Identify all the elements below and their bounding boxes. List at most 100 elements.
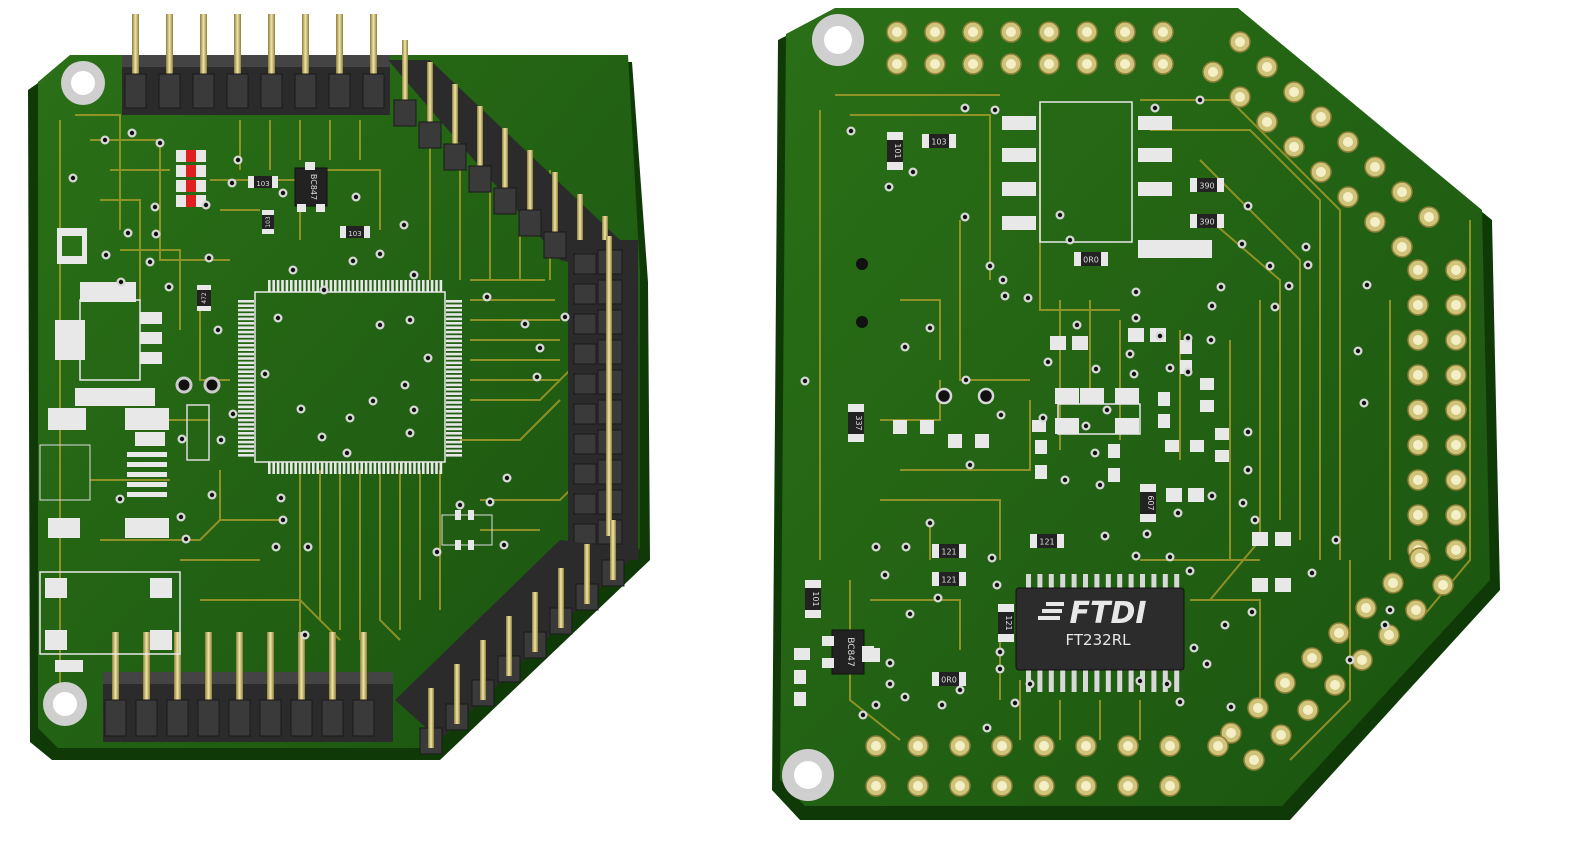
qfp-pad <box>276 280 280 292</box>
through-hole-pin <box>1044 59 1054 69</box>
via-hole <box>484 294 490 300</box>
header-pin <box>166 14 173 84</box>
via-hole <box>1137 678 1143 684</box>
qfp-pad <box>276 462 280 474</box>
qfp-pad <box>446 370 462 373</box>
header-pin <box>360 632 367 710</box>
qfp-pad <box>238 313 254 316</box>
through-hole-pin <box>1415 553 1425 563</box>
qfp-pad <box>413 462 416 474</box>
qfp-pad <box>238 326 254 329</box>
large-via <box>935 387 953 405</box>
qfp-pad <box>238 335 254 338</box>
qfp-pad <box>439 462 443 474</box>
chip-lead <box>1094 574 1100 592</box>
through-hole-pin <box>1276 730 1286 740</box>
qfp-pad <box>238 317 254 321</box>
through-hole-pin <box>913 781 923 791</box>
qfp-pad <box>446 344 462 347</box>
resistor-label: 0R0 <box>1083 256 1099 265</box>
header-pin-housing <box>573 523 597 545</box>
via-hole <box>910 169 916 175</box>
via-hole <box>1040 415 1046 421</box>
qfp-pad <box>446 388 462 391</box>
header-pin <box>606 416 612 446</box>
via-hole <box>1209 303 1215 309</box>
resistor-body <box>1037 534 1057 548</box>
qfp-pad <box>382 462 385 474</box>
through-hole-pin <box>1451 440 1461 450</box>
via-hole <box>70 175 76 181</box>
qfp-pad <box>298 462 302 474</box>
header-pin-housing <box>573 343 597 365</box>
qfp-pad <box>238 339 254 343</box>
resistor-body <box>887 140 903 162</box>
through-hole-pin <box>1235 92 1245 102</box>
through-hole-pin <box>1438 580 1448 590</box>
via-hole <box>166 284 172 290</box>
resistor-label: 121 <box>1039 538 1054 547</box>
chip-lead <box>1083 574 1088 592</box>
header-pin <box>132 14 139 84</box>
qfp-pad <box>386 462 390 474</box>
via-hole <box>1303 244 1309 250</box>
resistor-body <box>998 612 1014 634</box>
header-pin-housing <box>135 699 158 737</box>
through-hole-pin <box>1316 167 1326 177</box>
via-hole <box>1144 531 1150 537</box>
via-hole <box>1347 657 1353 663</box>
through-hole-pin <box>1413 300 1423 310</box>
via-hole <box>902 694 908 700</box>
resistor-body <box>805 588 821 610</box>
via-hole <box>1245 429 1251 435</box>
through-hole-pin <box>968 59 978 69</box>
qfp-pad <box>446 330 462 334</box>
qfp-pad <box>312 462 315 474</box>
chip-lead <box>1128 666 1134 692</box>
header-pin-housing <box>321 699 344 737</box>
chip-lead <box>1083 666 1088 692</box>
via-hole <box>401 222 407 228</box>
via-hole <box>1252 517 1258 523</box>
through-hole-pin <box>1307 653 1317 663</box>
qfp-pad <box>446 436 462 439</box>
qfp-pad <box>281 462 284 474</box>
led-pad <box>176 195 186 207</box>
through-hole-pin <box>997 781 1007 791</box>
through-hole-pin <box>1343 192 1353 202</box>
via-hole <box>347 415 353 421</box>
through-hole-pin <box>871 741 881 751</box>
qfp-pad <box>446 339 462 343</box>
header-pin <box>329 632 336 710</box>
chip-lead <box>1071 574 1077 592</box>
qfp-pad <box>386 280 390 292</box>
through-hole-pin <box>1343 137 1353 147</box>
through-hole-pin <box>1253 703 1263 713</box>
right-ftdi-chip: FTDI FT232RL <box>1015 574 1185 692</box>
via-hole <box>1083 423 1089 429</box>
header-pin <box>427 62 433 132</box>
through-hole-pin <box>1411 605 1421 615</box>
resistor-body <box>939 672 959 686</box>
via-hole <box>434 549 440 555</box>
qfp-pad <box>238 418 254 422</box>
qfp-pad <box>395 462 399 474</box>
header-pin-housing <box>573 493 597 515</box>
header-pin-housing <box>418 121 442 149</box>
qfp-pad <box>369 280 372 292</box>
qfp-pad <box>446 313 462 316</box>
chip-lead <box>1117 666 1123 692</box>
through-hole-pin <box>1413 405 1423 415</box>
through-hole-pin <box>1334 628 1344 638</box>
via-hole <box>1364 282 1370 288</box>
qfp-pad <box>351 280 355 292</box>
resistor-body <box>1081 252 1101 266</box>
through-hole-pin <box>1289 87 1299 97</box>
left-resistor-1: 103 <box>248 176 278 188</box>
via-hole <box>321 287 327 293</box>
resistor-label: 121 <box>941 576 956 585</box>
qfp-pad <box>268 280 271 292</box>
header-pin-housing <box>573 253 597 275</box>
via-hole <box>962 214 968 220</box>
via-hole <box>902 344 908 350</box>
